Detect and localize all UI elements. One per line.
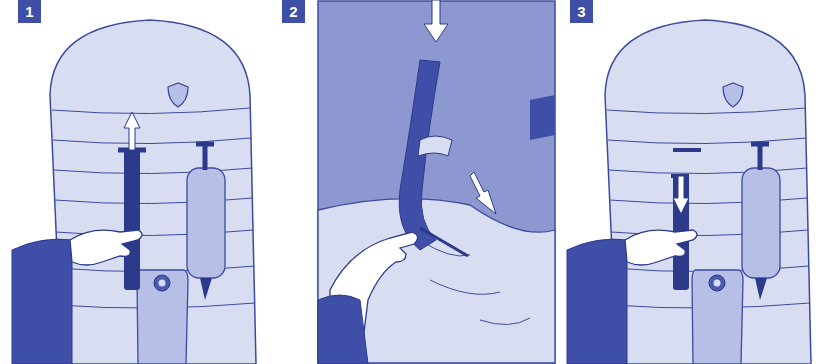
step-number: 1 <box>18 0 41 23</box>
down-arrow <box>673 176 689 214</box>
hand <box>567 230 697 364</box>
seat-cover <box>318 199 555 363</box>
strap <box>124 150 140 290</box>
sleeve <box>318 295 368 364</box>
strap-slot <box>118 150 146 160</box>
down-arrow <box>424 0 448 42</box>
strap-fold <box>418 136 452 156</box>
insert-arrow <box>470 172 496 214</box>
step-number: 2 <box>282 0 305 23</box>
car-seat <box>605 20 811 364</box>
hand <box>12 230 142 364</box>
seat-back-closeup <box>318 1 555 363</box>
up-arrow <box>124 112 140 150</box>
panel-three <box>567 20 811 364</box>
strap-anchor <box>420 228 468 256</box>
side-tab <box>530 95 555 140</box>
step-number: 3 <box>570 0 593 23</box>
panel-two <box>318 0 555 364</box>
panel-one <box>12 20 256 364</box>
car-seat <box>50 20 256 364</box>
empty-slot <box>673 148 701 152</box>
fabric-folds <box>420 240 530 325</box>
